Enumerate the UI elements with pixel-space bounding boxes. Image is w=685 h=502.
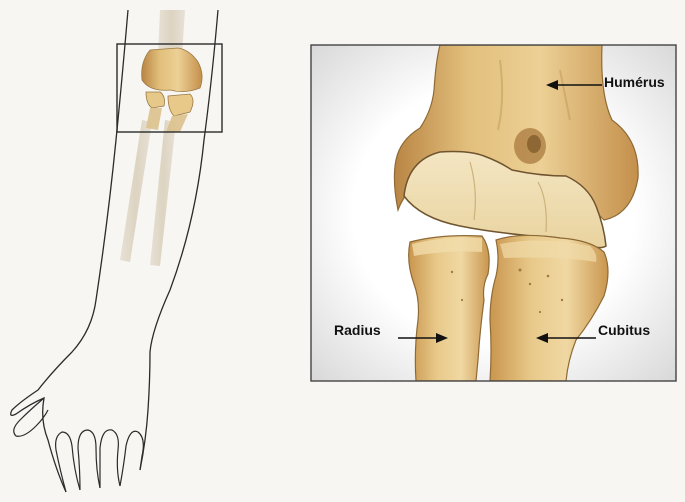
forearm-bone-ghost (120, 120, 152, 262)
label-humerus: Humérus (604, 74, 665, 90)
radius-bone (409, 236, 489, 381)
elbow-bones-small (142, 48, 202, 132)
forearm-bone-ghost-2 (150, 120, 176, 266)
arm-outline (11, 10, 128, 492)
label-radius: Radius (334, 322, 381, 338)
label-cubitus: Cubitus (598, 322, 650, 338)
arm-illustration (11, 10, 222, 492)
